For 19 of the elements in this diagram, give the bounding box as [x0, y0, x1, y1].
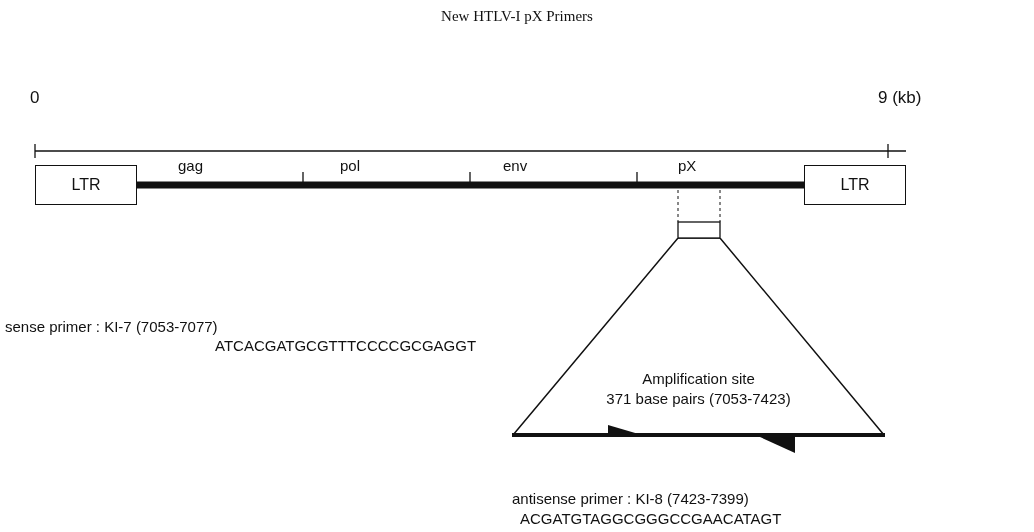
gene-name: pX: [678, 157, 697, 174]
gene-name: pol: [340, 157, 361, 174]
gene-name: env: [503, 157, 528, 174]
primer-name: antisense primer : KI-8 (7423-7399): [512, 490, 749, 507]
ltr-box: [35, 165, 137, 205]
primer-name: sense primer : KI-7 (7053-7077): [5, 318, 218, 335]
title: New HTLV-I pX Primers: [440, 8, 594, 25]
amplification-triangle: [512, 238, 885, 438]
gene-name: gag: [178, 157, 204, 174]
primer-sequence: ACGATGTAGGCGGGCCGAACATAGT: [520, 510, 782, 527]
ltr-box: [804, 165, 906, 205]
scale-start: 0: [30, 88, 40, 108]
primer-sequence: ATCACGATGCGTTTCCCCGCGAGGT: [215, 337, 477, 354]
genome-line: [137, 181, 804, 189]
scale-end: 9 (kb): [878, 88, 922, 108]
box-label: LTR: [840, 176, 870, 194]
triangle-heading: Amplification site: [641, 370, 756, 387]
triangle-text: 371 base pairs (7053-7423): [605, 390, 792, 407]
box-label: LTR: [71, 176, 101, 194]
